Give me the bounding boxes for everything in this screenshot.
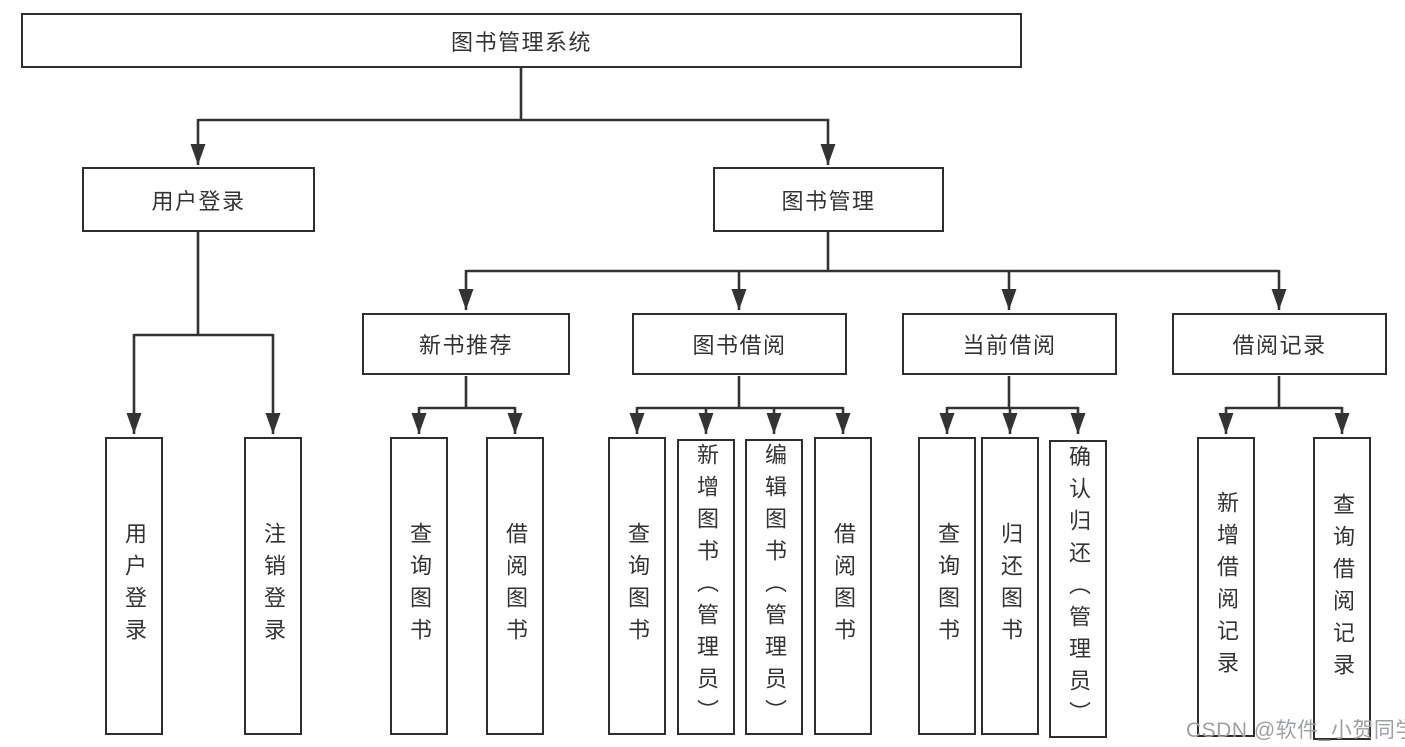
node-current-borrow: 当前借阅 — [902, 313, 1117, 375]
node-book-management: 图书管理 — [713, 167, 944, 232]
node-label: 查询图书 — [625, 522, 650, 650]
node-label: 借阅记录 — [1232, 333, 1327, 358]
node-book-borrow: 图书借阅 — [632, 313, 847, 375]
leaf-logout: 注销登录 — [244, 437, 302, 735]
node-label: 用户登录 — [122, 522, 147, 650]
leaf-confirm-return-admin: 确认归还（管理员） — [1049, 440, 1107, 738]
node-label: 借阅图书 — [831, 522, 856, 650]
leaf-query-books-recommend: 查询图书 — [390, 437, 448, 735]
node-new-book-recommend: 新书推荐 — [362, 313, 570, 375]
leaf-return-books: 归还图书 — [981, 437, 1039, 735]
leaf-edit-book-admin: 编辑图书（管理员） — [745, 439, 803, 735]
leaf-user-login: 用户登录 — [105, 437, 163, 735]
node-label: 用户登录 — [151, 188, 246, 214]
node-label: 新书推荐 — [418, 333, 513, 358]
node-label: 查询图书 — [407, 522, 432, 650]
node-label: 归还图书 — [998, 522, 1023, 650]
node-label: 新增图书（管理员） — [694, 443, 719, 731]
leaf-borrow-books: 借阅图书 — [814, 437, 872, 735]
node-user-login: 用户登录 — [82, 167, 315, 232]
arrow-drops — [126, 119, 1350, 434]
node-label: 新增借阅记录 — [1214, 491, 1239, 683]
node-label: 查询图书 — [935, 522, 960, 650]
node-label: 图书管理系统 — [450, 29, 592, 55]
node-label: 注销登录 — [261, 522, 286, 650]
node-label: 编辑图书（管理员） — [762, 443, 787, 731]
csdn-watermark: CSDN @软件_小贺同学 — [1186, 719, 1405, 742]
leaf-add-book-admin: 新增图书（管理员） — [677, 439, 735, 735]
node-label: 图书管理 — [781, 188, 876, 214]
node-library-system: 图书管理系统 — [21, 13, 1022, 68]
node-label: 当前借阅 — [962, 333, 1057, 358]
node-label: 借阅图书 — [503, 522, 528, 650]
node-label: 图书借阅 — [692, 333, 787, 358]
node-label: 查询借阅记录 — [1330, 492, 1355, 685]
node-label: 确认归还（管理员） — [1066, 445, 1091, 733]
leaf-query-books-current: 查询图书 — [918, 437, 976, 735]
leaf-query-borrow-record: 查询借阅记录 — [1313, 437, 1371, 740]
leaf-borrow-books-recommend: 借阅图书 — [486, 437, 544, 735]
branch-rails — [134, 68, 1342, 410]
node-borrow-records: 借阅记录 — [1172, 313, 1387, 375]
leaf-query-books-borrow: 查询图书 — [608, 437, 666, 735]
leaf-add-borrow-record: 新增借阅记录 — [1197, 437, 1255, 737]
